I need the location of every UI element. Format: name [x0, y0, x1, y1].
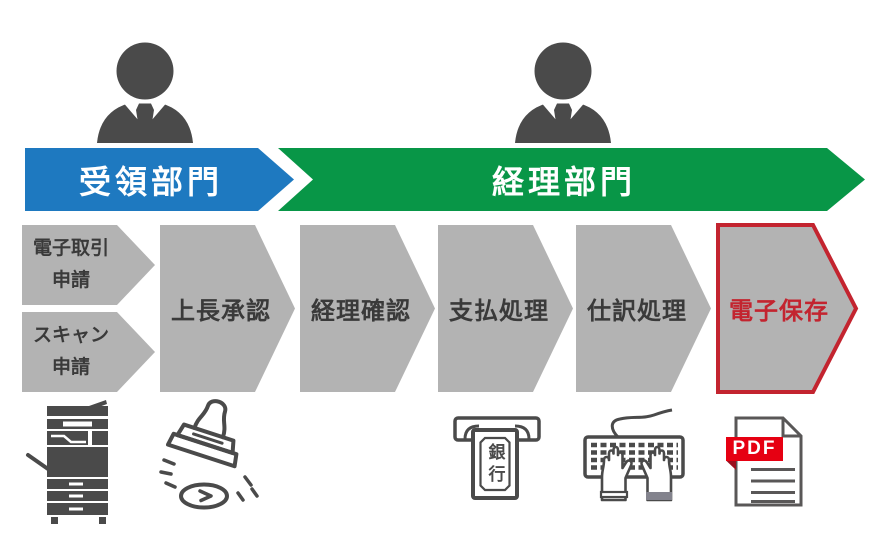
- chevron-step-journal: [576, 225, 711, 392]
- pdf-document-icon: [726, 416, 803, 507]
- chevron-step-digital-storage: [716, 223, 859, 394]
- keyboard-typing-icon: [583, 408, 685, 502]
- process-chevrons: [22, 223, 859, 394]
- businessperson-icon: [97, 42, 193, 143]
- chevron-entry-digital: [22, 225, 155, 305]
- chevron-step-accounting-check: [300, 225, 435, 392]
- lane-banner-accounting: [278, 148, 865, 211]
- chevron-step-payment: [438, 225, 573, 392]
- businessperson-icon: [515, 42, 611, 143]
- stamp-icon: [159, 399, 259, 510]
- chevron-entry-scan: [22, 312, 155, 392]
- bank-payment-icon: [453, 416, 541, 500]
- copier-icon: [26, 400, 108, 524]
- lane-banner-reception: [25, 148, 294, 211]
- chevron-step-approval: [160, 225, 295, 392]
